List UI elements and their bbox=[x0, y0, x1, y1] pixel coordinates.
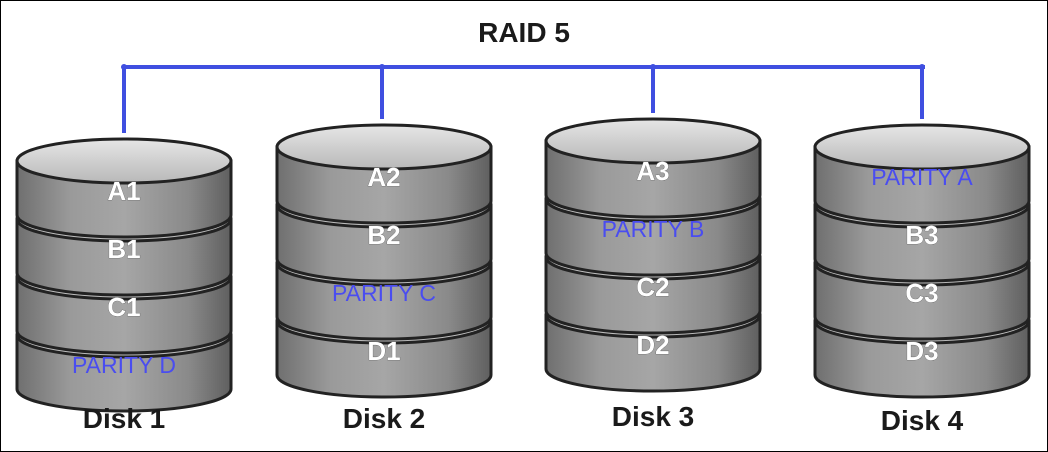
disk-2-label: Disk 2 bbox=[342, 403, 426, 434]
disk-2-block-a2: A2 bbox=[367, 162, 400, 192]
bus-junction bbox=[379, 64, 385, 70]
disk-3-block-parity-b: PARITY B bbox=[602, 216, 705, 242]
disk-4-block-d3: D3 bbox=[905, 336, 938, 366]
disk-2-block-b2: B2 bbox=[367, 220, 400, 250]
disk-1-block-c1: C1 bbox=[107, 292, 140, 322]
bus-junction bbox=[650, 64, 656, 70]
disk-1-block-b1: B1 bbox=[107, 234, 140, 264]
disk-3-label: Disk 3 bbox=[611, 401, 695, 432]
disk-3-block-a3: A3 bbox=[636, 156, 669, 186]
disk-1-block-parity-d: PARITY D bbox=[72, 352, 176, 378]
disk-1-platter bbox=[15, 137, 233, 239]
disk-4-platter bbox=[813, 123, 1031, 225]
diagram-title: RAID 5 bbox=[478, 17, 570, 48]
disk-3-block-d2: D2 bbox=[636, 330, 669, 360]
disk-2-platter bbox=[275, 123, 493, 225]
disk-4-label: Disk 4 bbox=[880, 405, 964, 436]
disk-3-block-c2: C2 bbox=[636, 272, 669, 302]
bus-junction bbox=[121, 64, 127, 70]
disk-2-block-d1: D1 bbox=[367, 336, 400, 366]
disk-4-block-b3: B3 bbox=[905, 220, 938, 250]
disk-1-block-a1: A1 bbox=[107, 176, 140, 206]
bus-lines bbox=[121, 64, 925, 133]
bus-junction bbox=[919, 64, 925, 70]
disk-3-platter bbox=[544, 117, 762, 219]
disk-4-block-parity-a: PARITY A bbox=[871, 164, 973, 190]
disk-2-block-parity-c: PARITY C bbox=[332, 280, 436, 306]
disk-1-label: Disk 1 bbox=[82, 403, 166, 434]
disk-4-block-c3: C3 bbox=[905, 278, 938, 308]
